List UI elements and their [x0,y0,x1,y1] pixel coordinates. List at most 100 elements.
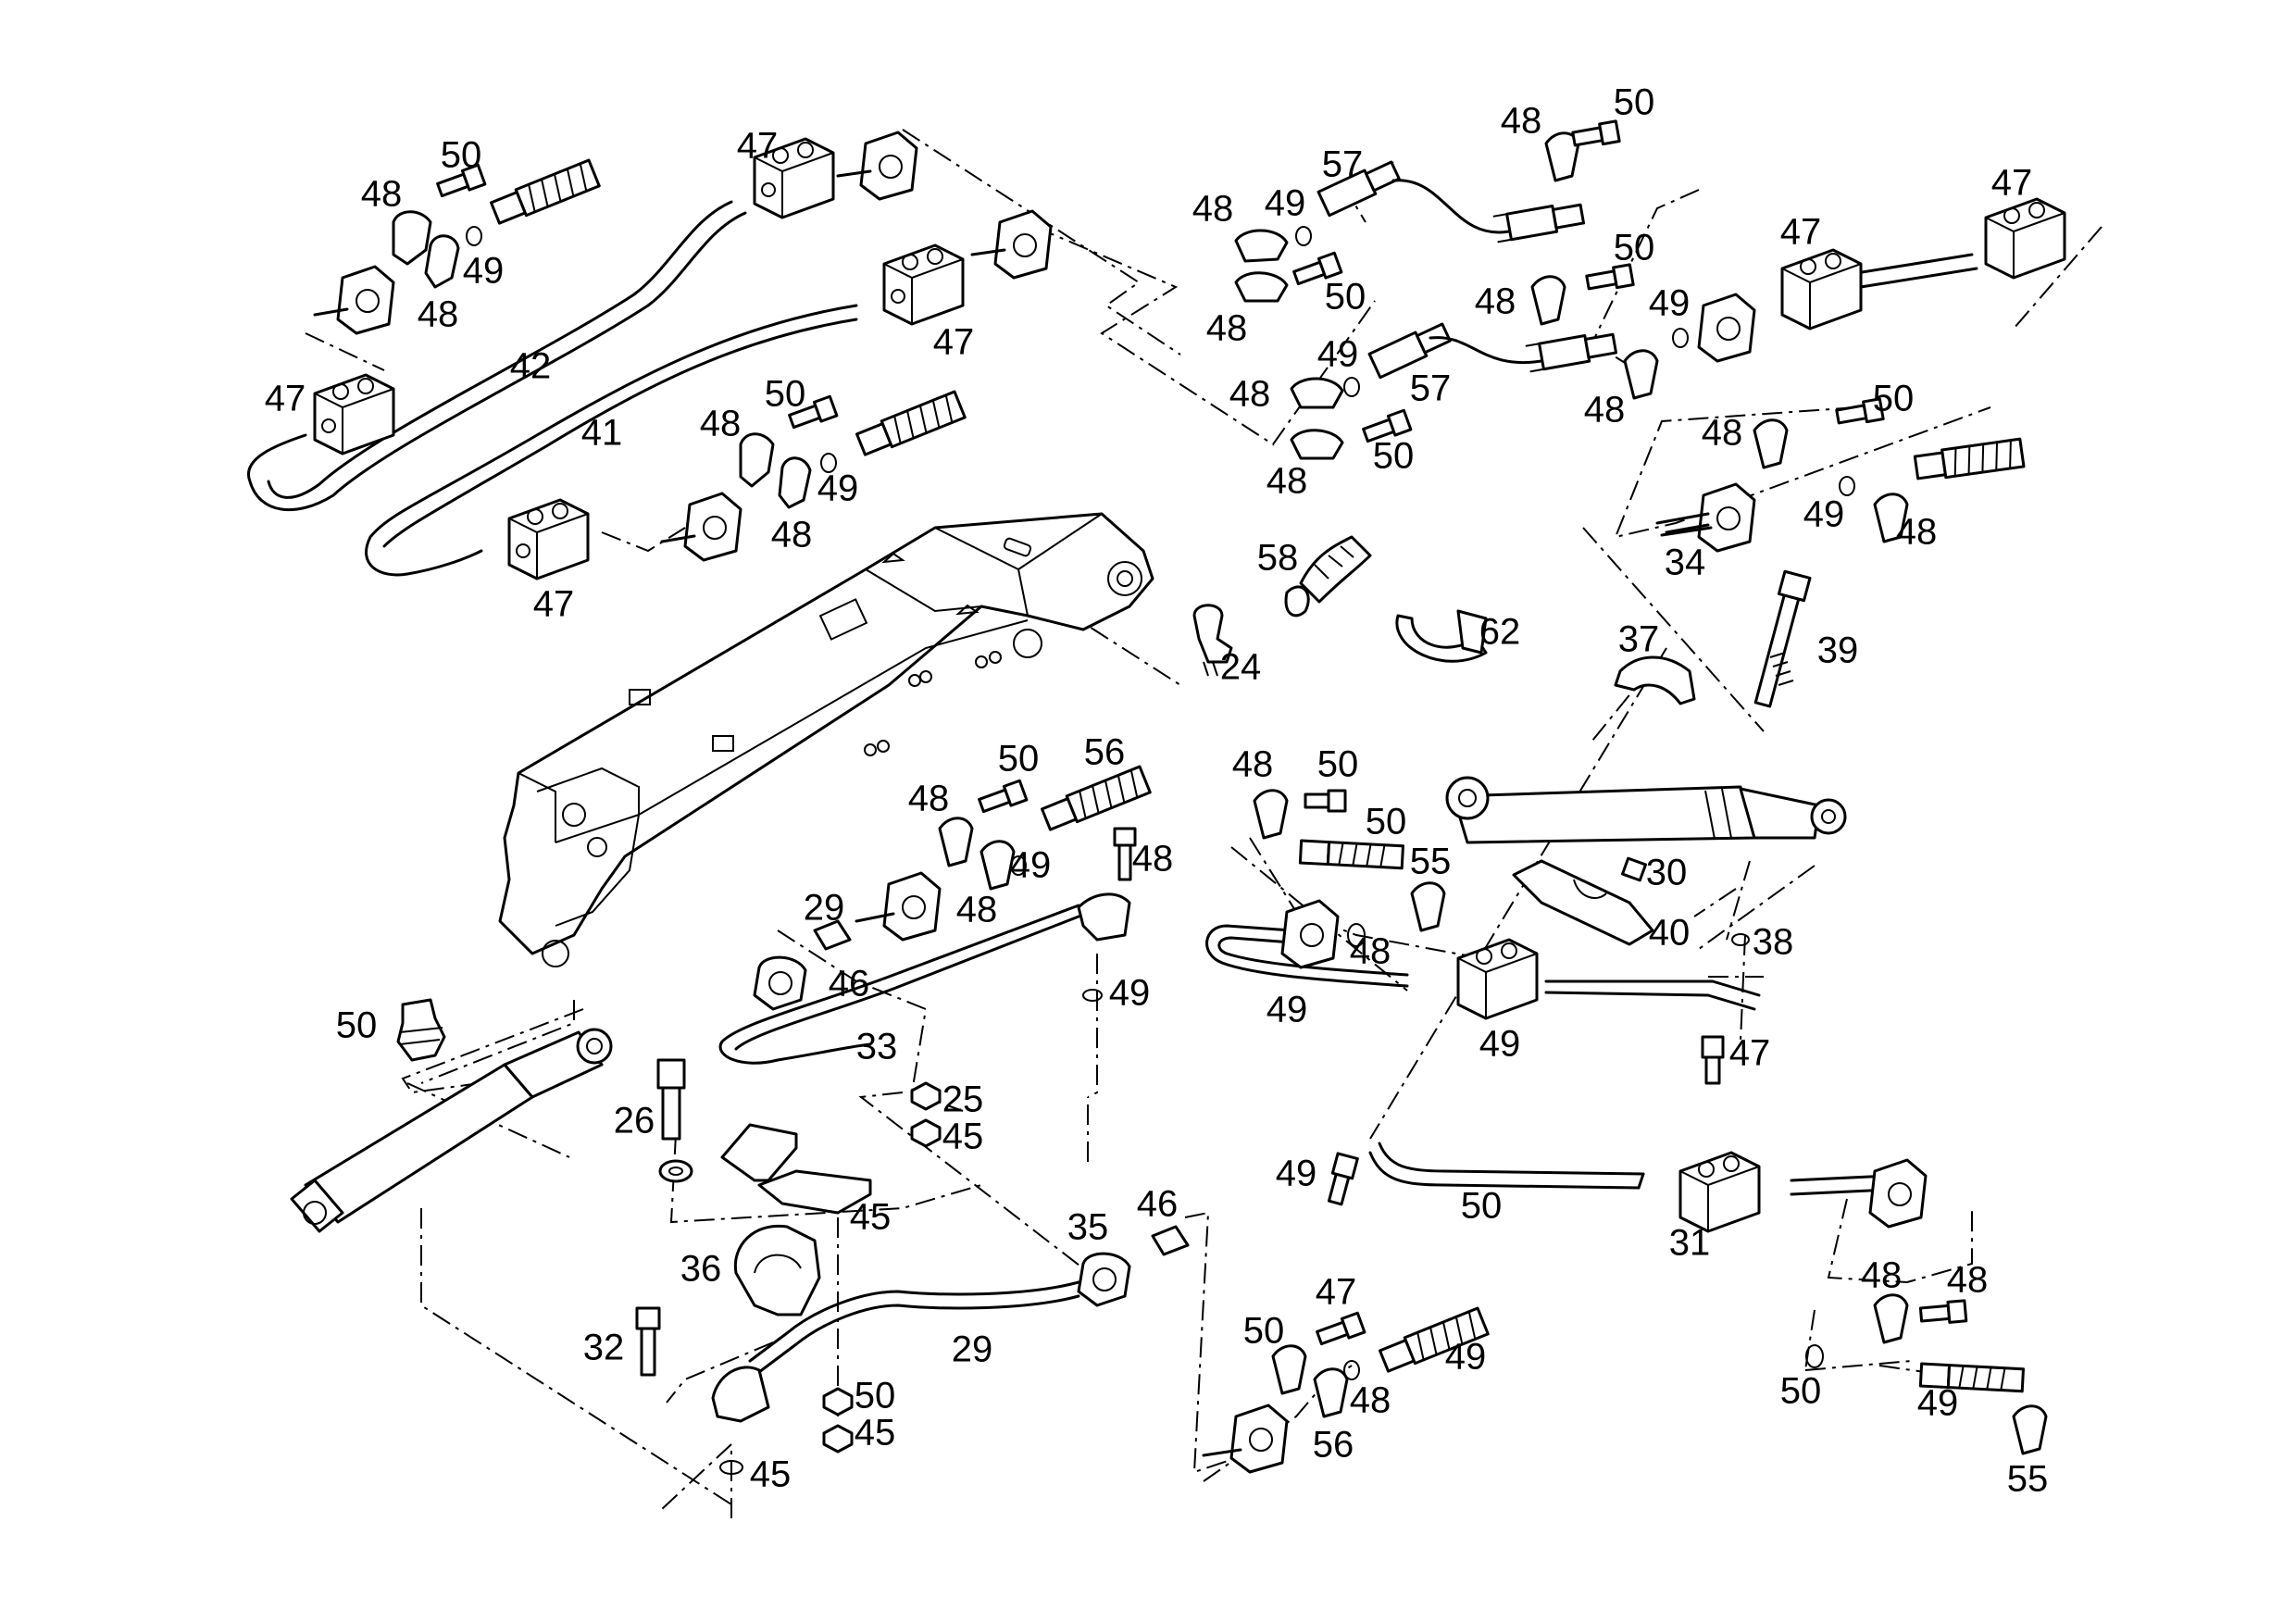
callout-49: 49 [1109,973,1151,1014]
callout-48: 48 [1584,390,1626,430]
callout-29: 46 [1137,1184,1179,1225]
callout-30: 49 [1267,990,1308,1030]
callout-26: 50 [336,1005,378,1046]
callout-36: 45 [850,1197,892,1238]
callout-47: 47 [933,322,975,363]
callout-50: 48 [1132,839,1174,880]
callout-62: 62 [1479,612,1521,653]
callout-55: 50 [1366,802,1407,842]
callout-48: 48 [771,515,813,555]
callout-50: 50 [1317,744,1359,785]
callout-48: 48 [1267,461,1308,502]
callout-50: 50 [1325,277,1366,318]
flange-adapters [313,131,1928,1474]
hose-fittings [490,158,2026,1393]
callout-38: 40 [1649,913,1691,954]
callout-49: 49 [1803,494,1845,535]
callout-48: 48 [1206,308,1248,349]
callout-32: 29 [952,1329,993,1370]
callout-50: 50 [765,374,806,415]
callout-48: 48 [908,779,950,819]
callout-49: 50 [1780,1371,1822,1412]
callout-48: 50 [1243,1311,1285,1352]
callout-58: 58 [1257,538,1299,579]
callout-48: 48 [1702,413,1743,454]
callout-49: 49 [817,468,859,509]
callout-45: 45 [855,1413,896,1454]
callout-50: 50 [1873,379,1915,419]
callout-47: 47 [265,379,306,419]
callout-50: 50 [1614,228,1655,268]
callout-46: 46 [829,964,870,1004]
callout-48: 48 [1229,374,1271,415]
callout-49: 49 [1265,183,1306,224]
callout-29: 29 [804,888,845,929]
callout-40: 30 [1646,853,1688,893]
callout-48: 55 [1410,842,1452,882]
callout-41: 41 [581,413,623,454]
callout-39: 39 [1817,630,1859,671]
callout-48: 48 [361,174,403,215]
callout-57: 57 [1410,368,1452,409]
callout-47: 47 [737,126,779,167]
callout-46: 35 [1067,1207,1109,1248]
callout-50: 49 [1276,1154,1317,1194]
callout-48: 55 [2007,1459,2049,1500]
callout-25: 26 [614,1101,655,1142]
o-rings [466,226,1855,1475]
callout-50: 50 [998,739,1040,780]
callout-42: 42 [510,346,552,387]
callout-49: 45 [750,1454,792,1495]
callout-48: 48 [700,404,742,444]
callout-labels: 50 48 49 48 47 47 42 41 47 50 48 49 48 4… [265,82,2049,1500]
callout-24: 24 [1220,647,1262,688]
callout-48: 48 [1501,101,1542,142]
callout-47: 49 [1479,1024,1521,1065]
loader-boom-frame [498,512,1154,967]
callout-50: 47 [1729,1033,1771,1074]
callout-50: 47 [1316,1272,1357,1313]
hose-lines [246,200,1978,1374]
bolts [436,119,1968,1377]
callout-45: 50 [855,1376,896,1416]
pipe-clamp-blocks [313,137,2066,1233]
callout-48: 48 [1192,189,1234,230]
callout-48: 48 [1232,744,1274,785]
callout-45: 45 [942,1117,984,1157]
callout-56: 56 [1084,732,1126,773]
callout-47: 47 [1991,163,2033,204]
callout-45: 25 [942,1079,984,1120]
callout-35: 36 [680,1249,722,1290]
callout-33: 33 [856,1027,898,1067]
callout-48: 48 [1861,1255,1903,1296]
callout-31: 50 [1461,1186,1503,1227]
misc-parts [396,512,1794,1454]
callout-49: 49 [1649,283,1691,324]
callout-50: 50 [441,135,482,176]
callout-49: 49 [1317,334,1359,375]
callout-34: 34 [1665,543,1706,583]
callout-47: 31 [1669,1223,1711,1264]
callout-37: 37 [1618,619,1660,660]
callout-48: 48 [1475,281,1516,322]
callout-47: 47 [1780,212,1822,253]
callout-50: 48 [1947,1260,1989,1301]
callout-49: 48 [1350,931,1391,972]
half-clamps [392,131,2048,1455]
callout-48: 56 [1313,1425,1354,1466]
callout-50: 50 [1373,436,1415,477]
callout-49: 48 [1350,1380,1391,1421]
hydraulic-cylinder-left [290,1028,613,1233]
callout-56: 49 [1445,1337,1487,1378]
callout-47: 47 [533,584,575,625]
callout-48: 48 [1896,512,1938,553]
callout-50: 32 [583,1328,625,1368]
callout-57: 57 [1322,144,1364,185]
callout-49: 49 [1010,845,1052,886]
callout-48: 48 [956,890,998,930]
callout-48: 48 [418,294,459,335]
callout-55: 49 [1917,1383,1959,1424]
callout-49: 38 [1753,922,1794,963]
callout-49: 49 [463,251,505,292]
